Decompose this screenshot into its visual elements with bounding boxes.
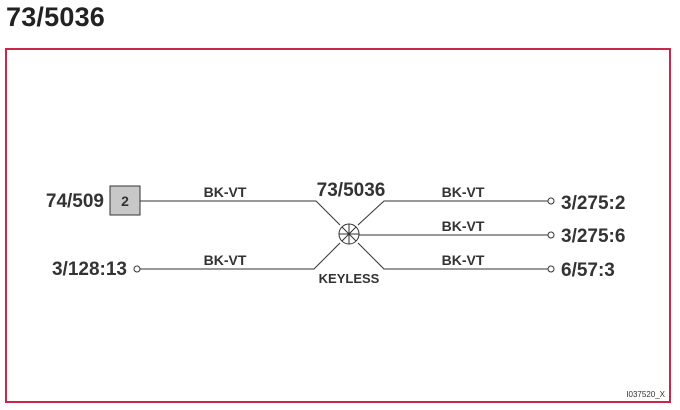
connector-label-6-57-3: 6/57:3 [561,260,615,281]
wire-color-left-top: BK-VT [204,184,247,200]
wire-right-top [357,200,548,226]
terminal-right-bottom [547,265,555,273]
wire-color-right-top: BK-VT [442,184,485,200]
page-title: 73/5036 [6,2,105,32]
connector-pin-number: 2 [121,193,129,209]
diagram-frame [5,48,671,403]
wire-right-bottom [357,242,548,270]
wire-color-right-bottom: BK-VT [442,252,485,268]
terminal-left-bottom [133,265,141,273]
terminal-right-top [547,197,555,205]
figure-reference: I037520_X [626,390,665,399]
splice-sublabel: KEYLESS [319,271,380,286]
splice-symbol [338,223,360,245]
wire-color-right-middle: BK-VT [442,218,485,234]
wire-color-left-bottom: BK-VT [204,252,247,268]
connector-label-3-275-2: 3/275:2 [561,193,625,214]
connector-label-3-128-13: 3/128:13 [52,259,127,280]
wire-left-bottom [140,242,341,270]
connector-pin-box [109,185,141,216]
splice-label: 73/5036 [317,180,386,201]
terminal-right-middle [547,231,555,239]
connector-label-3-275-6: 3/275:6 [561,226,625,247]
wire-left-top [140,200,341,226]
connector-label-74-509: 74/509 [46,191,104,212]
